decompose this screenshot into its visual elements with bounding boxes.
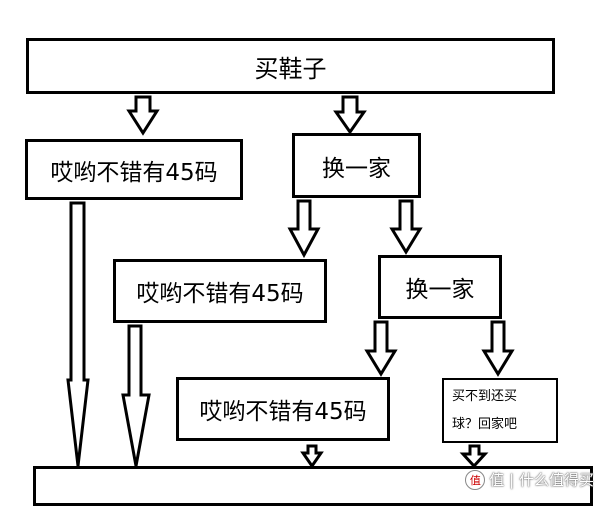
- node-label: 哎哟不错有45码: [136, 281, 304, 307]
- node-label: 换一家: [405, 277, 475, 303]
- arrow-switch2-to-cantbuy: [481, 320, 515, 377]
- node-label: 买鞋子: [254, 54, 327, 83]
- node-buy-shoes: 买鞋子: [26, 38, 555, 94]
- node-label: 哎哟不错有45码: [199, 399, 367, 425]
- arrow-top-to-left: [126, 95, 160, 136]
- arrow-cantbuy-to-bottom: [459, 444, 489, 469]
- watermark: 值 值 | 什么值得买: [465, 469, 594, 490]
- arrow-wow3-to-bottom: [300, 444, 324, 469]
- smzdm-logo-icon: 值: [465, 469, 486, 490]
- arrow-wow2-to-bottom: [121, 324, 151, 467]
- arrow-switch1-to-switch2: [389, 199, 423, 255]
- arrow-switch1-to-wow2: [287, 199, 321, 259]
- node-label-line2: 球？回家吧: [452, 417, 518, 433]
- arrow-switch2-to-wow3: [364, 320, 398, 377]
- node-label: 换一家: [322, 155, 391, 182]
- node-switch-store-2: 换一家: [378, 255, 502, 319]
- node-wow-size45-1: 哎哟不错有45码: [25, 139, 243, 200]
- node-wow-size45-2: 哎哟不错有45码: [113, 259, 327, 323]
- node-label: 哎哟不错有45码: [50, 159, 218, 186]
- arrow-wow1-to-bottom: [66, 201, 90, 467]
- node-switch-store-1: 换一家: [292, 133, 421, 198]
- node-label-line1: 买不到还买: [452, 388, 518, 404]
- node-wow-size45-3: 哎哟不错有45码: [176, 377, 390, 441]
- watermark-text: 值 | 什么值得买: [489, 471, 594, 489]
- arrow-top-to-right: [333, 95, 367, 135]
- node-cant-buy-go-home: 买不到还买 球？回家吧: [442, 378, 558, 443]
